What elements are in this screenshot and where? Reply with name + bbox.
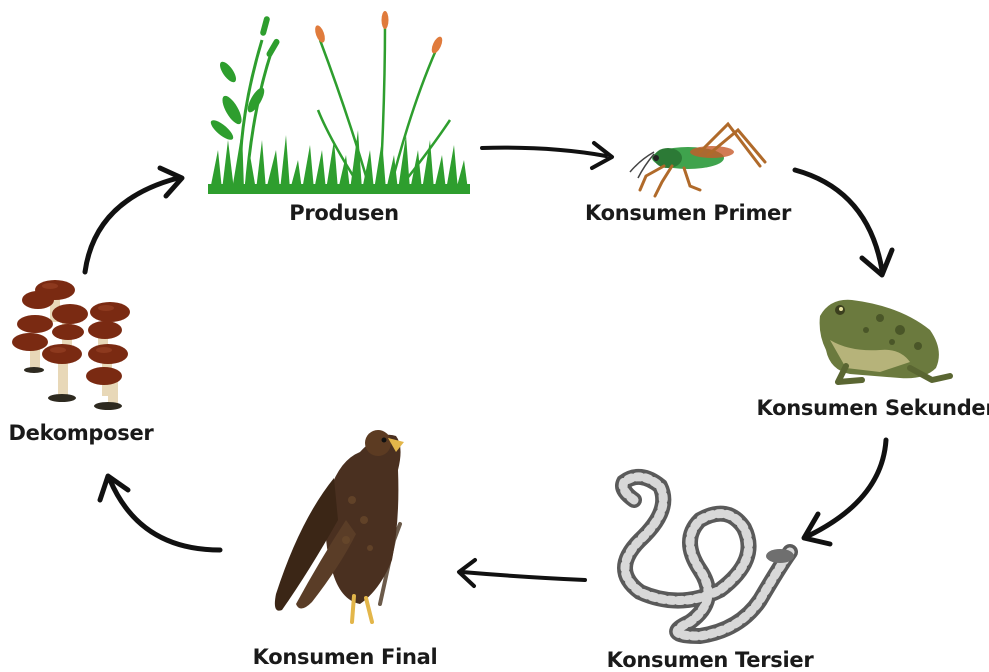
label-konsumen-tersier: Konsumen Tersier: [607, 648, 814, 672]
arrow-tersier-to-final: [459, 560, 585, 586]
label-konsumen-sekunder: Konsumen Sekunder: [757, 396, 989, 420]
arrow-primer-to-sekunder: [795, 170, 892, 275]
label-produsen: Produsen: [289, 201, 398, 225]
snake-icon: [623, 477, 794, 636]
arrow-sekunder-to-tersier: [804, 440, 886, 544]
grasshopper-icon: [630, 124, 765, 196]
frog-icon: [820, 300, 950, 382]
eagle-icon: [275, 430, 404, 622]
label-dekomposer: Dekomposer: [9, 421, 154, 445]
mushroom-icon: [12, 280, 130, 410]
arrow-final-to-dekomposer: [100, 476, 220, 550]
label-konsumen-primer: Konsumen Primer: [585, 201, 791, 225]
label-konsumen-final: Konsumen Final: [253, 645, 438, 669]
arrow-produsen-to-primer: [482, 143, 612, 168]
arrow-dekomposer-to-produsen: [85, 168, 182, 272]
grass-icon: [208, 11, 470, 194]
